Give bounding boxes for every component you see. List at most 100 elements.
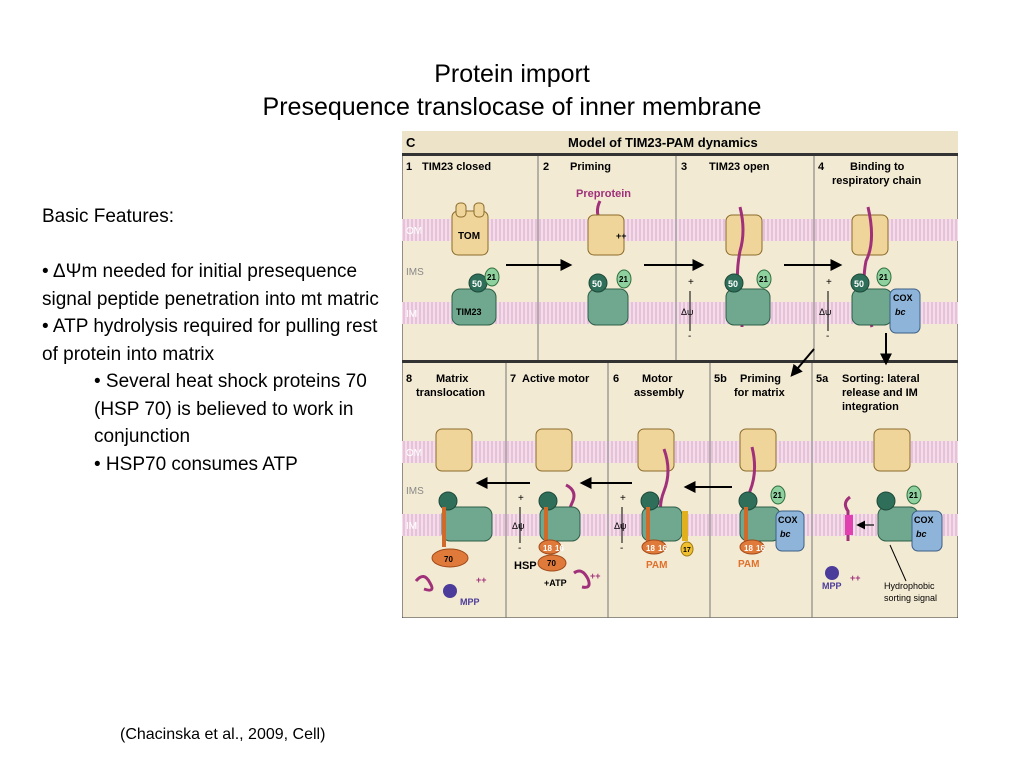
- panel-5a-label-line1: Sorting: lateral: [842, 373, 920, 385]
- svg-text:17: 17: [683, 547, 691, 554]
- svg-text:50: 50: [728, 279, 738, 289]
- panel-3-num: 3: [681, 161, 687, 173]
- panel-7-label: Active motor: [522, 373, 590, 385]
- panel-5a-label-line3: integration: [842, 401, 899, 413]
- svg-text:21: 21: [619, 275, 628, 284]
- panel-8-label-line1: Matrix: [436, 373, 469, 385]
- svg-text:++: ++: [616, 231, 627, 241]
- panel-5b-drawing: 18 16 21 COX bc PAM: [738, 428, 805, 570]
- spacer: [42, 231, 382, 259]
- panel-8-drawing: 70 MPP ++: [414, 428, 493, 607]
- panel-4-drawing: + Δψ - 50 21 COX bc: [819, 206, 921, 342]
- panel-3-label: TIM23 open: [709, 161, 770, 173]
- svg-text:18: 18: [744, 544, 753, 553]
- svg-text:16: 16: [658, 544, 667, 553]
- tom-label: TOM: [458, 231, 480, 242]
- svg-text:MPP: MPP: [460, 597, 480, 607]
- layer-om-top: OM: [406, 226, 422, 237]
- page-title: Protein import: [434, 60, 590, 88]
- svg-text:-: -: [518, 543, 521, 554]
- svg-text:bc: bc: [895, 307, 906, 317]
- svg-text:Δψ: Δψ: [819, 307, 831, 317]
- diagram-header-bar: [402, 131, 958, 153]
- panel-2-label: Priming: [570, 161, 611, 173]
- citation: (Chacinska et al., 2009, Cell): [120, 726, 326, 743]
- panel-6-label-line1: Motor: [642, 373, 673, 385]
- atp-label: +ATP: [544, 578, 567, 588]
- svg-text:MPP: MPP: [822, 581, 842, 591]
- panel-2-drawing: Preprotein ++ 50 21: [576, 188, 632, 326]
- feature-bullet-atp-hydrolysis: • ATP hydrolysis required for pulling re…: [42, 316, 378, 365]
- outer-membrane-top: [402, 219, 958, 241]
- panel-5a-label-line2: release and IM: [842, 387, 918, 399]
- panel-6-drawing: + Δψ - 18 16 17 PAM: [614, 428, 694, 571]
- svg-text:16: 16: [756, 544, 765, 553]
- panel-5b-num: 5b: [714, 373, 727, 385]
- panel-1-label: TIM23 closed: [422, 161, 491, 173]
- svg-text:++: ++: [590, 571, 601, 581]
- svg-text:Δψ: Δψ: [512, 521, 524, 531]
- panel-6-label-line2: assembly: [634, 387, 685, 399]
- svg-text:21: 21: [909, 491, 918, 500]
- preprotein-label: Preprotein: [576, 188, 631, 200]
- tom-complex: [451, 210, 489, 256]
- panel-5a-num: 5a: [816, 373, 829, 385]
- tim23-pam-diagram: C Model of TIM23-PAM dynamics OM IMS IM …: [402, 131, 958, 618]
- svg-text:Δψ: Δψ: [681, 307, 693, 317]
- features-heading: Basic Features:: [42, 206, 174, 227]
- panel-1-num: 1: [406, 161, 412, 173]
- svg-text:50: 50: [592, 279, 602, 289]
- row-divider: [402, 360, 958, 363]
- svg-text:COX: COX: [914, 515, 934, 525]
- inner-membrane-top: [402, 302, 958, 324]
- panel-3-drawing: + Δψ - 50 21: [681, 206, 772, 342]
- panel-1-drawing: TOM 50 21 TIM23: [451, 202, 500, 326]
- hsp-annotation: HSP: [514, 560, 537, 572]
- tim23-label: TIM23: [456, 307, 482, 317]
- panel-8-label-line2: translocation: [416, 387, 485, 399]
- svg-text:COX: COX: [893, 293, 913, 303]
- svg-text:21: 21: [879, 273, 888, 282]
- layer-ims-bottom: IMS: [406, 486, 424, 497]
- hydrophobic-label-line1: Hydrophobic: [884, 581, 935, 591]
- svg-text:16: 16: [555, 544, 564, 553]
- panel-letter: C: [406, 135, 416, 150]
- panel-5b-label-line2: for matrix: [734, 387, 786, 399]
- layer-om-bottom: OM: [406, 448, 422, 459]
- svg-text:21: 21: [773, 491, 782, 500]
- svg-text:70: 70: [547, 559, 556, 568]
- pam-label-6: PAM: [646, 560, 667, 571]
- page-subtitle: Presequence translocase of inner membran…: [262, 93, 762, 121]
- svg-text:bc: bc: [916, 529, 927, 539]
- svg-text:++: ++: [850, 573, 861, 583]
- svg-text:21: 21: [487, 273, 496, 282]
- svg-text:++: ++: [476, 575, 487, 585]
- layer-im-bottom: IM: [406, 521, 417, 532]
- svg-text:Δψ: Δψ: [614, 521, 626, 531]
- layer-ims-top: IMS: [406, 267, 424, 278]
- panel-8-num: 8: [406, 373, 412, 385]
- feature-bullet-membrane-potential: • ΔΨm needed for initial presequence sig…: [42, 261, 379, 310]
- svg-text:-: -: [688, 331, 691, 342]
- hydrophobic-label-line2: sorting signal: [884, 593, 937, 603]
- svg-text:50: 50: [472, 279, 482, 289]
- svg-text:-: -: [620, 543, 623, 554]
- svg-text:18: 18: [543, 544, 552, 553]
- pam-label-5b: PAM: [738, 559, 759, 570]
- svg-text:-: -: [826, 331, 829, 342]
- svg-text:50: 50: [854, 279, 864, 289]
- cox-bc1-complex: [889, 288, 921, 334]
- svg-text:+: +: [826, 277, 832, 288]
- svg-text:21: 21: [759, 275, 768, 284]
- panel-7-drawing: + Δψ - 18 16 70 HSP +ATP ++: [512, 428, 601, 589]
- panel-4-num: 4: [818, 161, 825, 173]
- panel-5a-drawing: 21 COX bc MPP ++ Hydrophobic sorting sig…: [822, 428, 943, 603]
- panel-5b-label-line1: Priming: [740, 373, 781, 385]
- layer-im-top: IM: [406, 309, 417, 320]
- panel-4-label-line1: Binding to: [850, 161, 905, 173]
- svg-text:70: 70: [444, 555, 453, 564]
- panel-2-num: 2: [543, 161, 549, 173]
- svg-text:+: +: [518, 493, 524, 504]
- svg-text:18: 18: [646, 544, 655, 553]
- panel-6-num: 6: [613, 373, 619, 385]
